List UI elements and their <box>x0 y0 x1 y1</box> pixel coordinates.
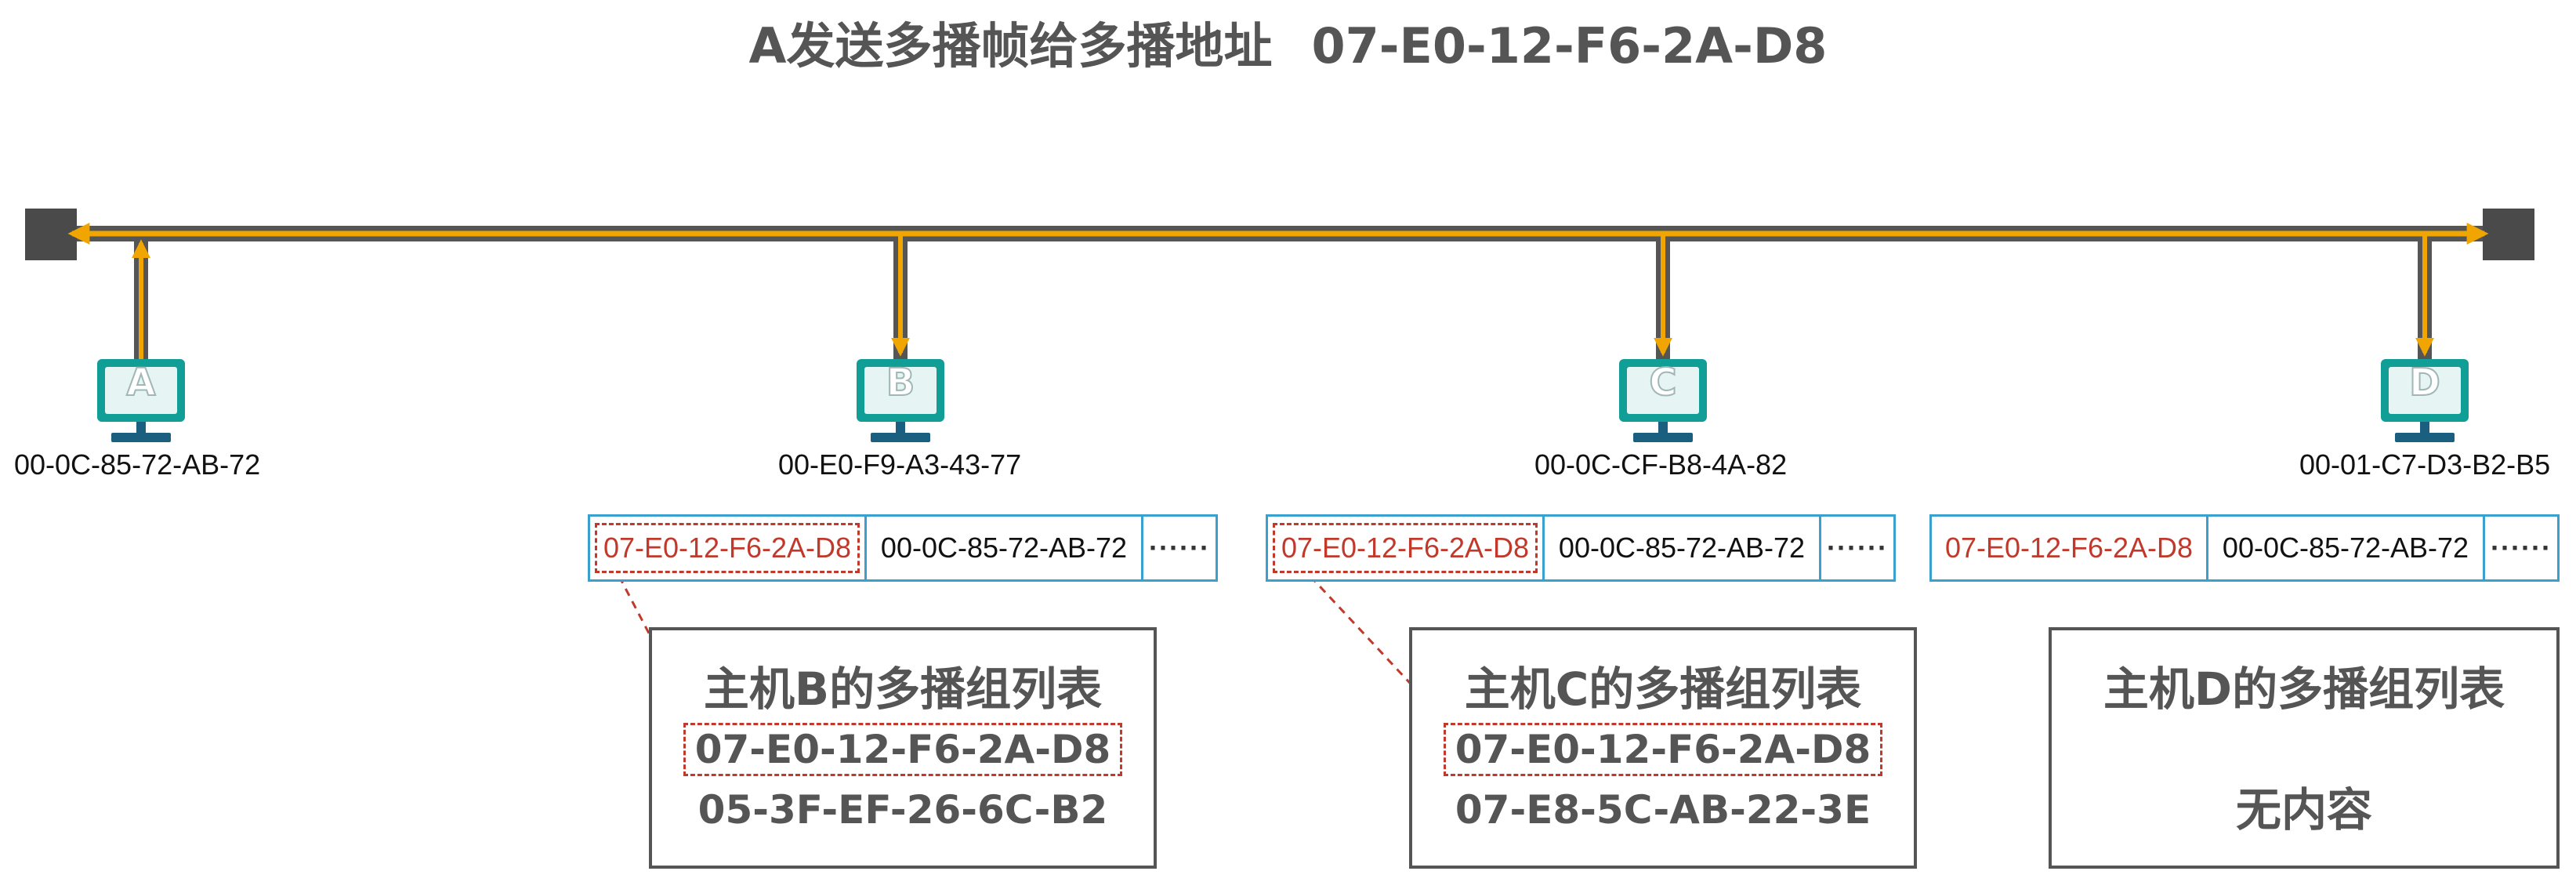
title-address: 07-E0-12-F6-2A-D8 <box>1311 17 1828 74</box>
host-letter: D <box>2408 360 2441 405</box>
host-letter: B <box>886 360 916 405</box>
host-letter: A <box>125 360 156 405</box>
frame-dst-address: 07-E0-12-F6-2A-D8 <box>590 517 864 579</box>
monitor-icon <box>2381 359 2469 422</box>
frame-at-b: 07-E0-12-F6-2A-D8 00-0C-85-72-AB-72 ····… <box>588 514 1218 582</box>
frame-ellipsis: ······ <box>1819 517 1893 579</box>
group-entry-highlight: 07-E0-12-F6-2A-D8 <box>683 723 1123 776</box>
host-d-mac: 00-01-C7-D3-B2-B5 <box>2299 448 2551 481</box>
group-title: 主机D的多播组列表 <box>2103 662 2505 716</box>
frame-dst-address: 07-E0-12-F6-2A-D8 <box>1944 532 2194 564</box>
frame-ellipsis: ······ <box>1141 517 1216 579</box>
group-entry-highlight: 07-E0-12-F6-2A-D8 <box>1443 723 1883 776</box>
frame-at-c: 07-E0-12-F6-2A-D8 00-0C-85-72-AB-72 ····… <box>1266 514 1896 582</box>
page-title: A发送多播帧给多播地址 07-E0-12-F6-2A-D8 <box>0 6 2576 77</box>
group-title: 主机C的多播组列表 <box>1464 662 1862 716</box>
monitor-icon <box>857 359 944 422</box>
host-b[interactable]: B <box>853 359 947 445</box>
group-title: 主机B的多播组列表 <box>703 662 1103 716</box>
host-a-mac: 00-0C-85-72-AB-72 <box>14 448 261 481</box>
frame-dst-address: 07-E0-12-F6-2A-D8 <box>1268 517 1542 579</box>
host-a[interactable]: A <box>94 359 188 445</box>
host-d[interactable]: D <box>2378 359 2472 445</box>
group-list-d: 主机D的多播组列表 无内容 <box>2049 627 2560 869</box>
frame-at-d: 07-E0-12-F6-2A-D8 00-0C-85-72-AB-72 ····… <box>1929 514 2560 582</box>
monitor-icon <box>97 359 185 422</box>
group-entry: 07-E8-5C-AB-22-3E <box>1455 787 1871 833</box>
bus-terminator-right <box>2483 209 2534 260</box>
host-c-mac: 00-0C-CF-B8-4A-82 <box>1534 448 1788 481</box>
title-text: A发送多播帧给多播地址 <box>748 17 1273 74</box>
frame-ellipsis: ······ <box>2483 517 2557 579</box>
host-b-mac: 00-E0-F9-A3-43-77 <box>778 448 1022 481</box>
group-list-c: 主机C的多播组列表 07-E0-12-F6-2A-D8 07-E8-5C-AB-… <box>1409 627 1917 869</box>
group-empty-text: 无内容 <box>2235 783 2372 837</box>
frame-src-address: 00-0C-85-72-AB-72 <box>864 517 1141 579</box>
group-list-b: 主机B的多播组列表 07-E0-12-F6-2A-D8 05-3F-EF-26-… <box>649 627 1157 869</box>
host-c[interactable]: C <box>1616 359 1710 445</box>
group-entry: 05-3F-EF-26-6C-B2 <box>697 787 1108 833</box>
frame-src-address: 00-0C-85-72-AB-72 <box>2206 517 2483 579</box>
host-letter: C <box>1648 360 1677 405</box>
bus-terminator-left <box>25 209 77 260</box>
monitor-icon <box>1619 359 1707 422</box>
frame-src-address: 00-0C-85-72-AB-72 <box>1542 517 1819 579</box>
